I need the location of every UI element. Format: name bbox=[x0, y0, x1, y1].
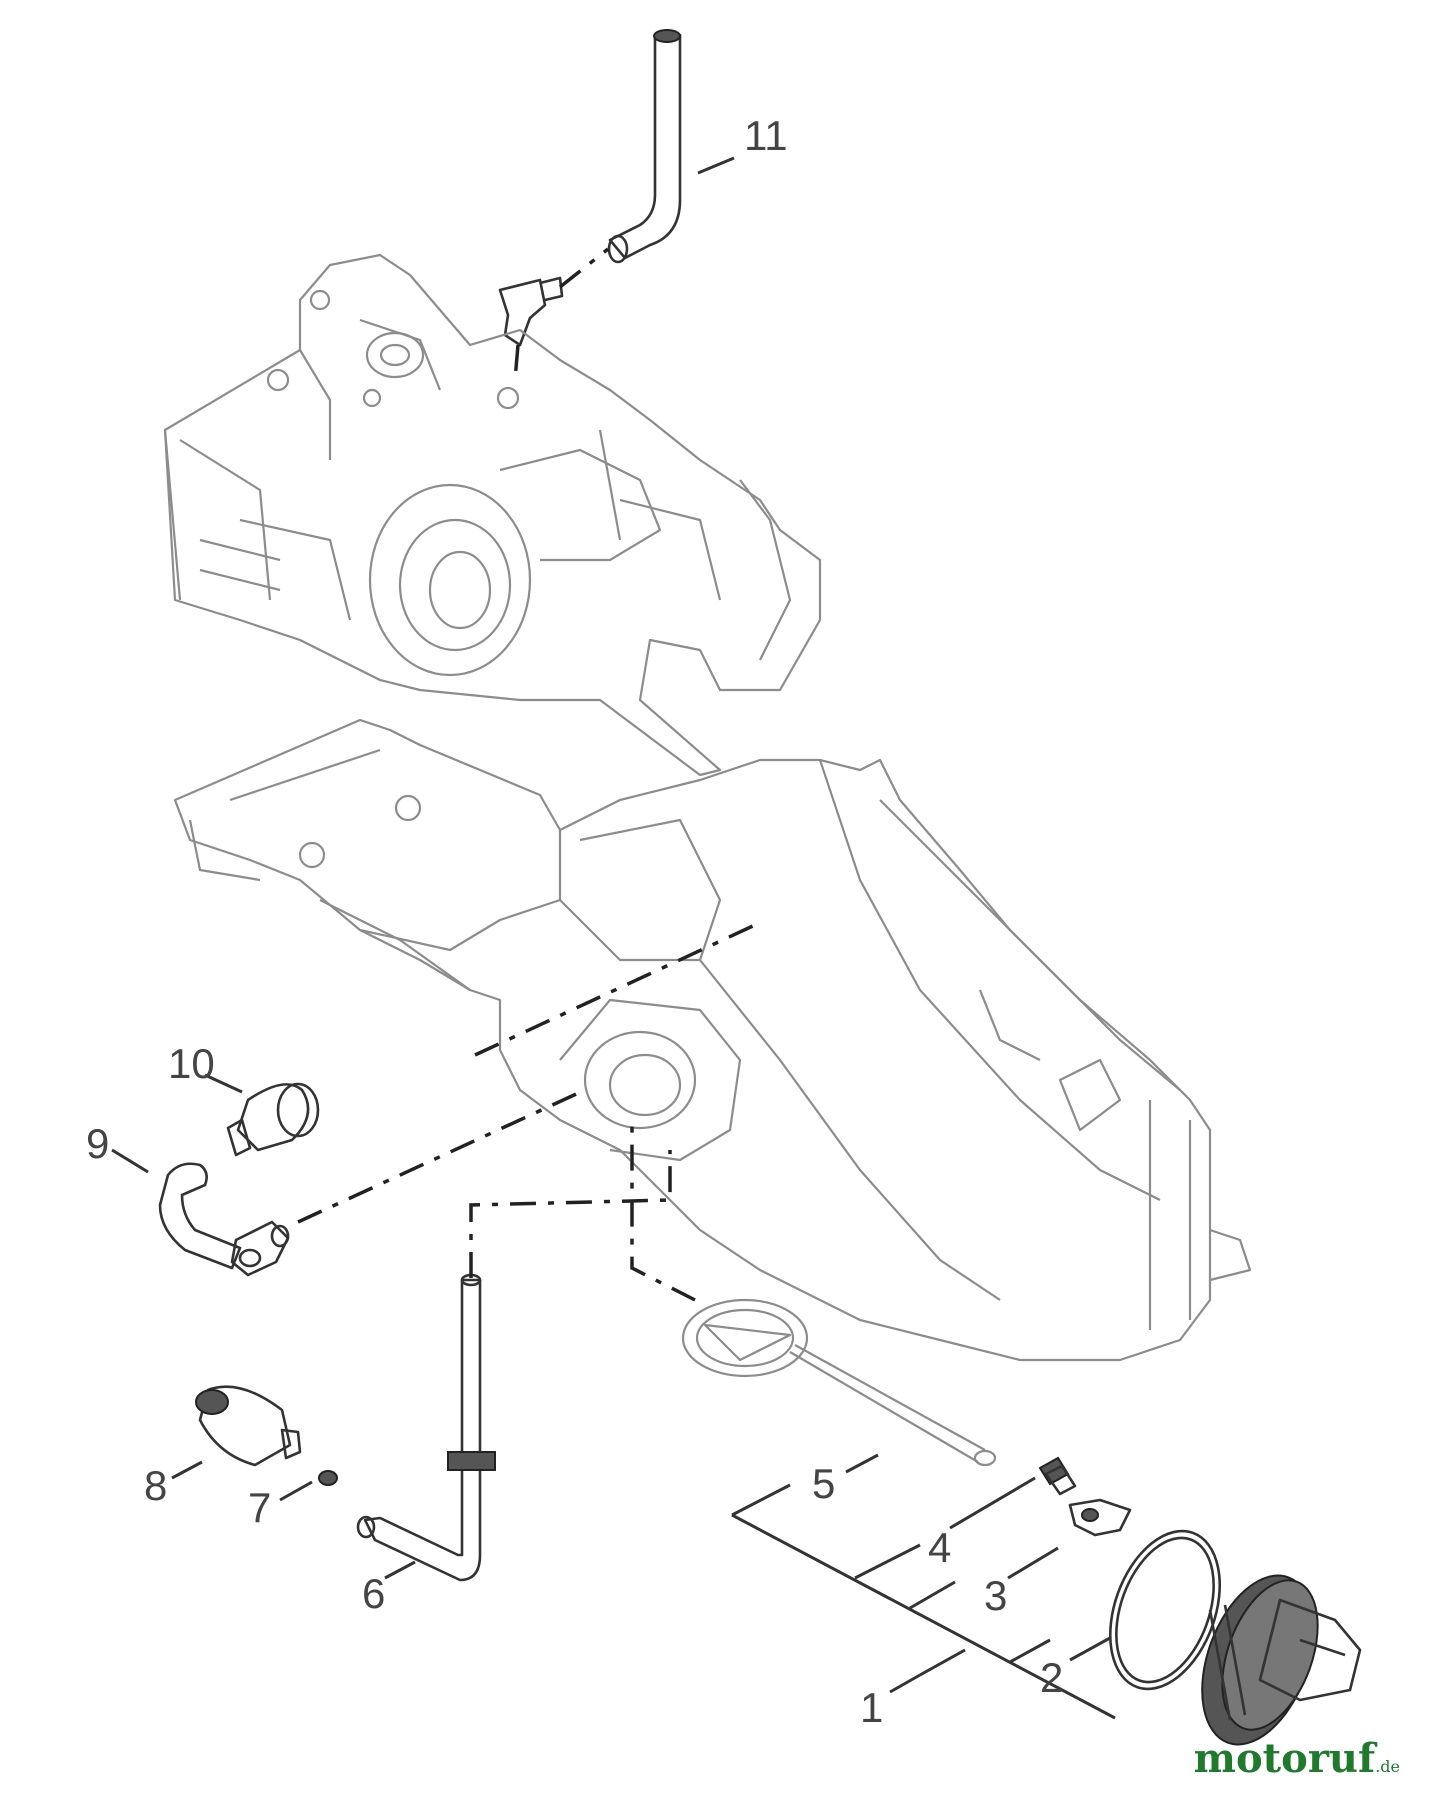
part-5-strainer bbox=[681, 1298, 997, 1467]
elbow-fitting bbox=[498, 276, 564, 347]
callout-10: 10 bbox=[168, 1040, 215, 1087]
callout-9: 9 bbox=[86, 1120, 109, 1167]
leader-10 bbox=[204, 1073, 243, 1094]
callout-3: 3 bbox=[984, 1572, 1007, 1619]
leader-9 bbox=[111, 1148, 149, 1174]
callout-11: 11 bbox=[744, 112, 788, 159]
assembly-line-6 bbox=[469, 1150, 672, 1278]
part-11-bent-tube bbox=[607, 29, 682, 264]
assembly-line-9b bbox=[474, 923, 756, 1057]
tank-cap bbox=[1201, 1574, 1362, 1746]
motoruf-logo: motoruf.de bbox=[1194, 1735, 1400, 1782]
leader-lines bbox=[111, 156, 1116, 1720]
group-bracket bbox=[731, 1483, 1116, 1720]
assembly-line-5 bbox=[630, 1120, 696, 1302]
part-8-fuel-filter bbox=[195, 1385, 302, 1467]
callout-7: 7 bbox=[248, 1484, 271, 1531]
callout-4: 4 bbox=[928, 1524, 951, 1571]
assembly-line-9 bbox=[297, 1088, 586, 1224]
watermark-brand: motoruf bbox=[1193, 1735, 1376, 1782]
part-6-pickup-tube bbox=[356, 1273, 496, 1582]
callout-2: 2 bbox=[1040, 1654, 1063, 1701]
leader-4 bbox=[949, 1476, 1036, 1530]
callout-1: 1 bbox=[860, 1684, 883, 1731]
callout-5: 5 bbox=[812, 1460, 835, 1507]
leader-6 bbox=[384, 1560, 416, 1580]
part-7-washer bbox=[318, 1470, 338, 1486]
lower-tank-housing bbox=[173, 718, 1252, 1362]
leader-7 bbox=[279, 1480, 313, 1502]
callout-6: 6 bbox=[362, 1570, 385, 1617]
leader-8 bbox=[171, 1460, 203, 1480]
leader-11 bbox=[697, 156, 735, 175]
leader-1 bbox=[889, 1673, 921, 1694]
leader-3 bbox=[1007, 1546, 1059, 1580]
assembly-line-11 bbox=[558, 247, 610, 289]
watermark-suffix: .de bbox=[1375, 1757, 1400, 1776]
upper-crankcase-housing bbox=[163, 253, 822, 777]
part-3-clip bbox=[1068, 1498, 1132, 1537]
callout-labels: 11 10 9 8 7 6 5 4 3 2 1 bbox=[86, 112, 1063, 1731]
leader-5 bbox=[845, 1453, 879, 1474]
callout-8: 8 bbox=[144, 1462, 167, 1509]
part-10-oil-filter bbox=[226, 1082, 320, 1157]
part-4-screw bbox=[1038, 1456, 1077, 1496]
leader-2 bbox=[1069, 1636, 1111, 1662]
assembly-line-elbow bbox=[513, 344, 520, 381]
part-9-oil-hose bbox=[158, 1162, 290, 1277]
